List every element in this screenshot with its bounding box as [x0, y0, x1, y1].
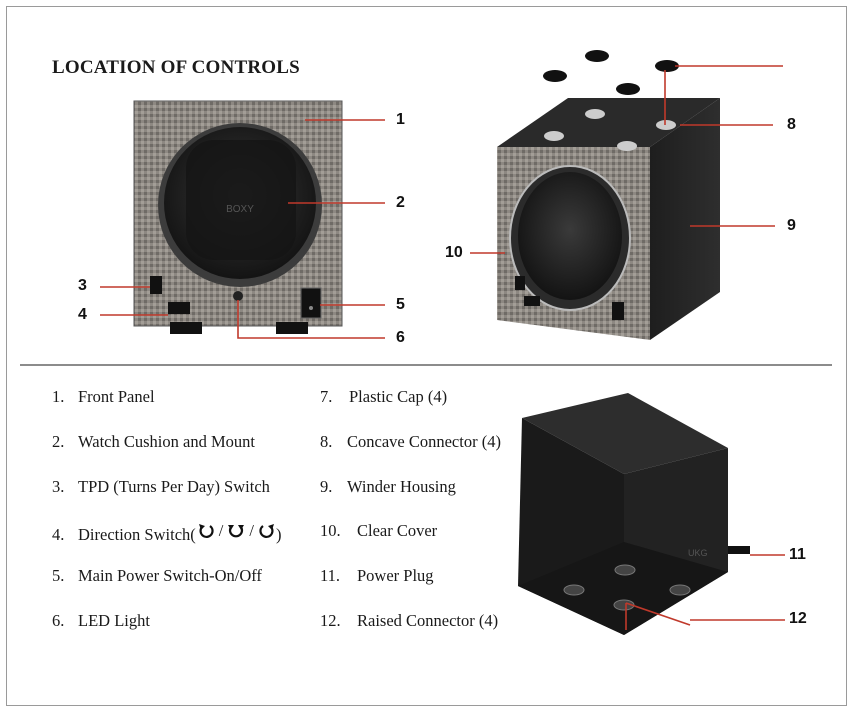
callout-9: 9: [787, 217, 796, 234]
callout-3: 3: [78, 277, 87, 294]
bottom-view-winder: UKG: [518, 393, 750, 635]
legend-item-11: 11.Power Plug: [320, 566, 434, 585]
legend-item-12: 12.Raised Connector (4): [320, 611, 499, 630]
legend-item-5: 5.Main Power Switch-On/Off: [52, 566, 262, 585]
callout-10: 10: [445, 244, 463, 261]
legend-item-9: 9.Winder Housing: [320, 477, 456, 496]
legend-item-2: 2.Watch Cushion and Mount: [52, 432, 255, 451]
callout-1: 1: [396, 111, 405, 128]
page-frame: [6, 6, 847, 706]
side-face: [650, 98, 720, 340]
front-view-winder: BOXY: [133, 100, 343, 334]
clockwise-arrow-icon: [259, 524, 274, 538]
power-switch: [300, 287, 322, 319]
page-title: LOCATION OF CONTROLS: [52, 57, 300, 78]
svg-text:BOXY: BOXY: [226, 204, 254, 215]
legend-item-10: 10.Clear Cover: [320, 521, 438, 540]
callout-2: 2: [396, 194, 405, 211]
callout-6: 6: [396, 329, 405, 346]
legend-item-4: 4.Direction Switch( / / ): [52, 521, 282, 544]
svg-text:UKG: UKG: [688, 548, 708, 558]
callout-5: 5: [396, 296, 405, 313]
legend-item-6: 6.LED Light: [52, 611, 150, 630]
bidirectional-arrow-icon: [228, 525, 245, 538]
counterclockwise-arrow-icon: [198, 524, 214, 538]
callout-4: 4: [78, 306, 87, 323]
direction-switch: [168, 302, 190, 314]
callout-12: 12: [789, 610, 807, 627]
tpd-switch: [150, 276, 162, 294]
bottom-fade: [7, 640, 846, 705]
legend-item-8: 8.Concave Connector (4): [320, 432, 501, 451]
callout-11: 11: [789, 546, 806, 563]
callout-8: 8: [787, 116, 796, 133]
concave-connector: [656, 120, 676, 130]
power-plug: [728, 546, 750, 554]
legend-item-1: 1.Front Panel: [52, 387, 155, 406]
section-divider: [20, 364, 832, 366]
callout-lines: [100, 65, 785, 630]
plastic-cap: [585, 50, 609, 62]
angled-view-winder: [497, 50, 720, 340]
legend-item-3: 3.TPD (Turns Per Day) Switch: [52, 477, 270, 496]
legend-item-7: 7.Plastic Cap (4): [320, 387, 448, 406]
raised-connector: [669, 584, 691, 596]
led-light: [233, 291, 243, 301]
